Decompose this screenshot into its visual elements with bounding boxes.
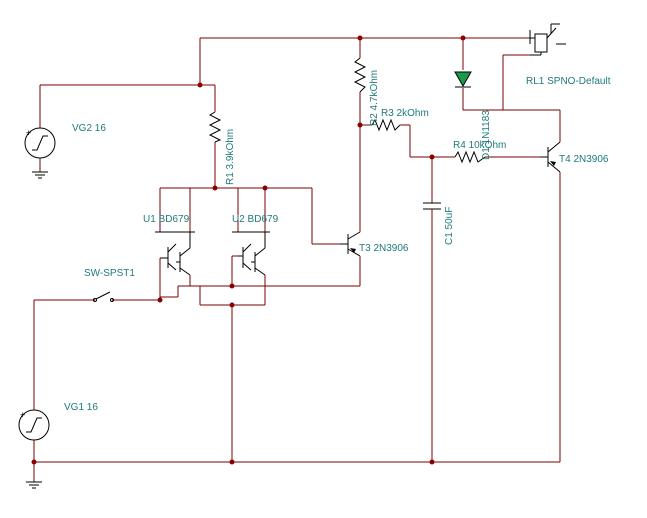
- diode-d1-icon[interactable]: [454, 71, 472, 88]
- darlington-u2-icon[interactable]: [232, 231, 270, 276]
- label-t3: T3 2N3906: [359, 243, 409, 254]
- junction-nodes: [31, 35, 466, 465]
- relay-rl1-icon[interactable]: [529, 23, 566, 56]
- darlington-u1-icon[interactable]: [155, 231, 195, 276]
- transistor-t3-icon[interactable]: [340, 231, 361, 257]
- label-r4: R4 10kOhm: [453, 140, 506, 151]
- ground-icon: [26, 481, 42, 489]
- resistor-r1-icon[interactable]: [208, 111, 222, 143]
- label-sw: SW-SPST1: [84, 268, 135, 279]
- label-vg1: VG1 16: [64, 402, 98, 413]
- label-rl1: RL1 SPNO-Default: [526, 76, 611, 87]
- label-t4: T4 2N3906: [559, 154, 609, 165]
- label-r3: R3 2kOhm: [381, 108, 429, 119]
- capacitor-c1-icon[interactable]: [423, 202, 441, 216]
- vg1-source-icon[interactable]: +: [18, 409, 50, 441]
- label-r2: R2 4.7kOhm: [369, 70, 380, 126]
- svg-text:+: +: [26, 128, 31, 138]
- switch-sw-spst1-icon[interactable]: [93, 291, 114, 302]
- resistor-r3-icon[interactable]: [371, 118, 401, 132]
- vg2-source-icon[interactable]: +: [24, 127, 56, 159]
- label-r1: R1 3.9kOhm: [225, 129, 236, 185]
- label-u1: U1 BD679: [143, 214, 190, 225]
- wires: [33, 37, 561, 482]
- label-c1: C1 50uF: [444, 207, 455, 245]
- label-d1: D1 1N1183: [481, 110, 492, 160]
- transistor-t4-icon[interactable]: [540, 141, 561, 173]
- label-u2: U2 BD679: [232, 214, 279, 225]
- svg-text:+: +: [20, 410, 25, 420]
- ground-icon: [32, 171, 48, 179]
- resistor-r4-icon[interactable]: [454, 150, 486, 164]
- label-vg2: VG2 16: [72, 123, 106, 134]
- resistor-r2-icon[interactable]: [353, 57, 367, 93]
